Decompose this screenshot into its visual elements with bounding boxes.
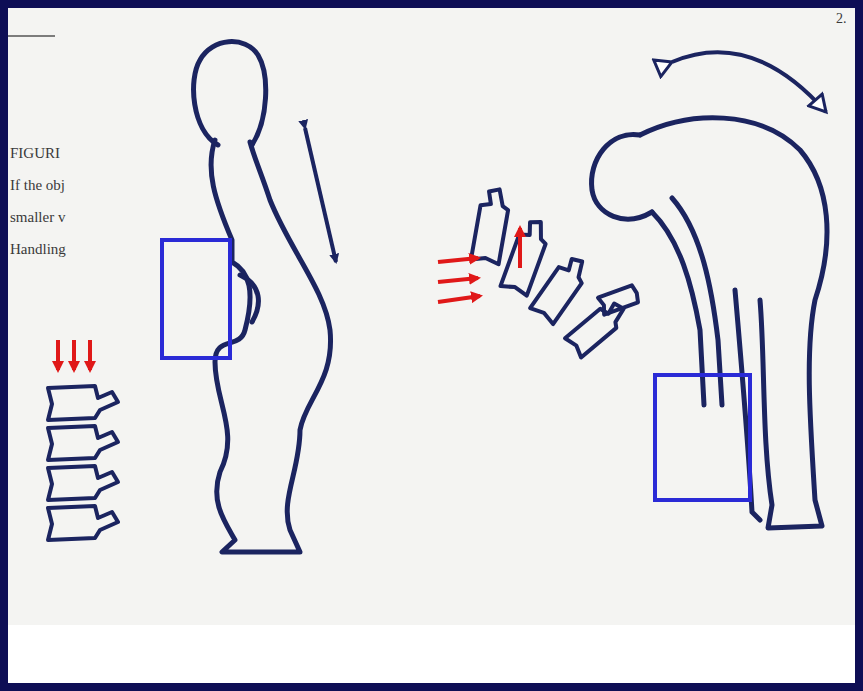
scan-ground: [8, 8, 855, 625]
posture-arrow: [305, 128, 336, 262]
bent-figure: [592, 118, 827, 528]
page-text: smaller v: [10, 210, 65, 225]
bent-spine: [471, 187, 640, 358]
load-box: [162, 240, 230, 358]
page-text: If the obj: [10, 178, 65, 193]
page-ground: [8, 8, 855, 683]
upright-figure: [194, 42, 331, 552]
shear-arrows: [438, 228, 520, 302]
page-text: Handling: [10, 242, 66, 257]
upright-spine: [48, 386, 118, 540]
page-text: 2.: [836, 12, 847, 26]
load-box: [655, 375, 750, 500]
flexion-arrow: [672, 52, 826, 112]
page-text: FIGURI: [10, 146, 60, 161]
compression-arrows: [58, 340, 90, 370]
